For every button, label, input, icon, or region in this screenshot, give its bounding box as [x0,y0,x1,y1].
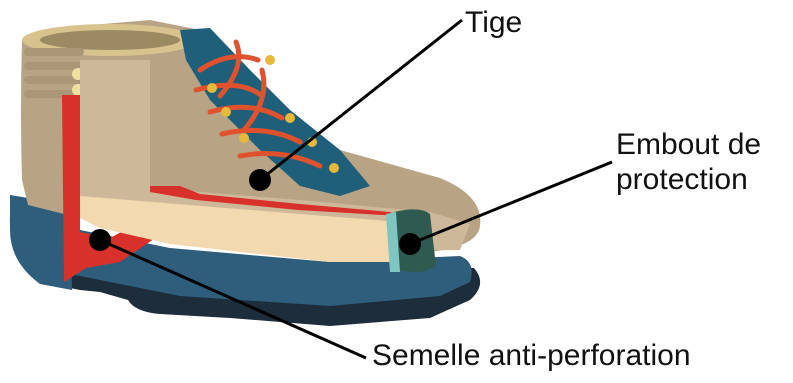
label-semelle-anti-perforation: Semelle anti-perforation [372,339,691,374]
callout-dot-semelle [89,229,111,251]
label-tige: Tige [465,6,522,41]
label-embout-line1: Embout de [616,128,761,163]
label-embout-line2: protection [616,163,761,198]
callout-dot-embout [399,233,421,255]
label-embout-de-protection: Embout de protection [616,128,761,197]
callout-dot-tige [249,169,271,191]
boot-illustration [10,20,480,326]
